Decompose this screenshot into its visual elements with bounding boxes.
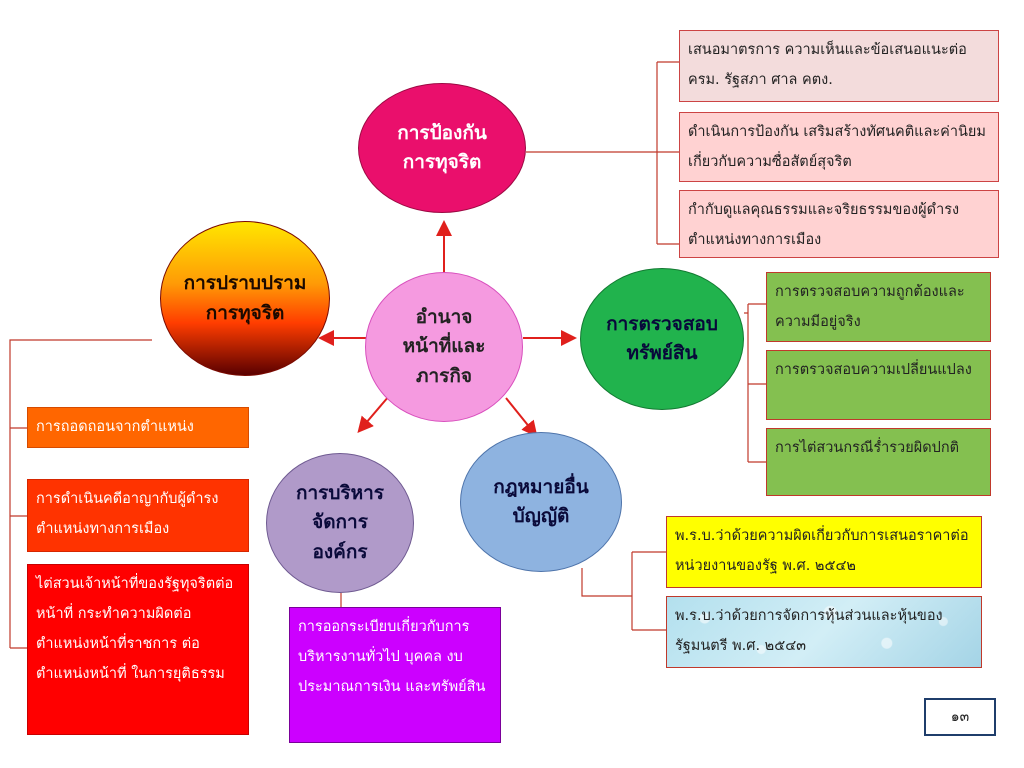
asset-audit-item: การไต่สวนกรณีร่ำรวยผิดปกติ	[766, 428, 991, 496]
other-laws-bracket	[581, 551, 666, 631]
asset-audit-bracket	[744, 303, 766, 463]
page-number: ๑๓	[924, 698, 996, 736]
other-laws-item: พ.ร.บ.ว่าด้วยการจัดการหุ้นส่วนและหุ้นของ…	[666, 596, 982, 668]
center-node: อำนาจ หน้าที่และ ภารกิจ	[365, 272, 523, 422]
arrow-to-administration	[357, 395, 390, 434]
asset-audit-node: การตรวจสอบ ทรัพย์สิน	[580, 268, 744, 410]
page-number-label: ๑๓	[950, 709, 970, 725]
administration-item: การออกระเบียบเกี่ยวกับการบริหารงานทั่วไป…	[289, 607, 501, 743]
prevention-item: กำกับดูแลคุณธรรมและจริยธรรมของผู้ดำรงตำแ…	[679, 190, 999, 258]
suppression-node: การปราบปราม การทุจริต	[160, 221, 330, 376]
prevention-node: การป้องกัน การทุจริต	[358, 83, 526, 213]
administration-node-label: การบริหาร จัดการ องค์กร	[295, 481, 385, 563]
suppression-item: การถอดถอนจากตำแหน่ง	[27, 407, 249, 448]
prevention-item: ดำเนินการป้องกัน เสริมสร้างทัศนคติและค่า…	[679, 112, 999, 182]
other-laws-item: พ.ร.บ.ว่าด้วยความผิดเกี่ยวกับการเสนอราคา…	[666, 516, 982, 588]
administration-node: การบริหาร จัดการ องค์กร	[266, 453, 414, 593]
other-laws-node: กฎหมายอื่น บัญญัติ	[460, 432, 622, 572]
prevention-node-label: การป้องกัน การทุจริต	[397, 121, 487, 173]
center-node-label: อำนาจ หน้าที่และ ภารกิจ	[402, 305, 486, 387]
suppression-node-label: การปราบปราม การทุจริต	[183, 272, 307, 324]
prevention-item: เสนอมาตรการ ความเห็นและข้อเสนอแนะต่อ ครม…	[679, 30, 999, 102]
other-laws-node-label: กฎหมายอื่น บัญญัติ	[493, 475, 589, 527]
prevention-bracket	[526, 61, 679, 245]
arrow-to-other-laws	[505, 397, 538, 438]
suppression-bracket	[9, 339, 152, 649]
asset-audit-node-label: การตรวจสอบ ทรัพย์สิน	[606, 312, 718, 364]
suppression-item: การดำเนินคดีอาญากับผู้ดำรงตำแหน่งทางการเ…	[27, 479, 249, 552]
suppression-item: ไต่สวนเจ้าหน้าที่ของรัฐทุจริตต่อหน้าที่ …	[27, 564, 249, 735]
asset-audit-item: การตรวจสอบความถูกต้องและความมีอยู่จริง	[766, 272, 991, 342]
asset-audit-item: การตรวจสอบความเปลี่ยนแปลง	[766, 350, 991, 420]
